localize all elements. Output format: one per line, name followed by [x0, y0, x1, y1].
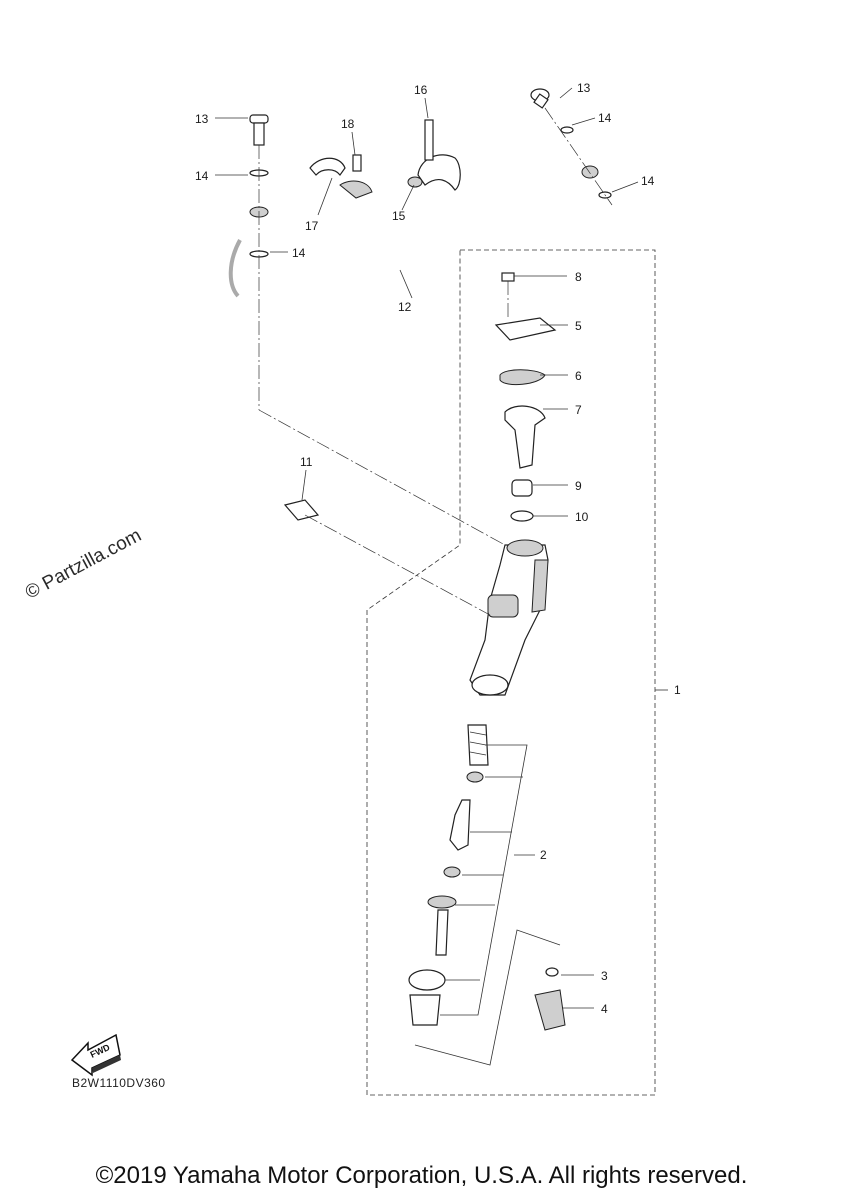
reservoir-parts — [494, 272, 557, 522]
callout-6: 6 — [575, 369, 582, 383]
callout-4: 4 — [601, 1002, 608, 1016]
hose-guide-15 — [407, 119, 461, 191]
callout-14-a: 14 — [195, 169, 209, 183]
callout-5: 5 — [575, 319, 582, 333]
union-bolt-left — [249, 114, 269, 258]
copyright-notice: ©2019 Yamaha Motor Corporation, U.S.A. A… — [95, 1162, 748, 1189]
diagram-code: B2W1110DV360 — [72, 1076, 166, 1090]
callout-13-right: 13 — [577, 81, 591, 95]
mounting-bolt — [283, 499, 320, 521]
union-bolt-right — [530, 88, 612, 199]
callout-13-left: 13 — [195, 112, 209, 126]
callout-17: 17 — [305, 219, 319, 233]
callout-10: 10 — [575, 510, 589, 524]
callout-8: 8 — [575, 270, 582, 284]
callout-1: 1 — [674, 683, 681, 697]
callout-7: 7 — [575, 403, 582, 417]
hose-clamp-17 — [309, 154, 373, 199]
callout-14-b: 14 — [292, 246, 306, 260]
piston-kit — [408, 724, 566, 1031]
fwd-arrow-icon: FWD — [70, 1033, 121, 1077]
callout-11: 11 — [300, 455, 313, 469]
master-cylinder-body — [469, 539, 549, 696]
callout-16: 16 — [414, 83, 428, 97]
callout-12: 12 — [398, 300, 412, 314]
callout-3: 3 — [601, 969, 608, 983]
callout-14-d: 14 — [641, 174, 655, 188]
callout-14-c: 14 — [598, 111, 612, 125]
brake-hose — [218, 173, 593, 307]
callout-15: 15 — [392, 209, 406, 223]
callout-9: 9 — [575, 479, 582, 493]
callout-2: 2 — [540, 848, 547, 862]
callout-18: 18 — [341, 117, 355, 131]
